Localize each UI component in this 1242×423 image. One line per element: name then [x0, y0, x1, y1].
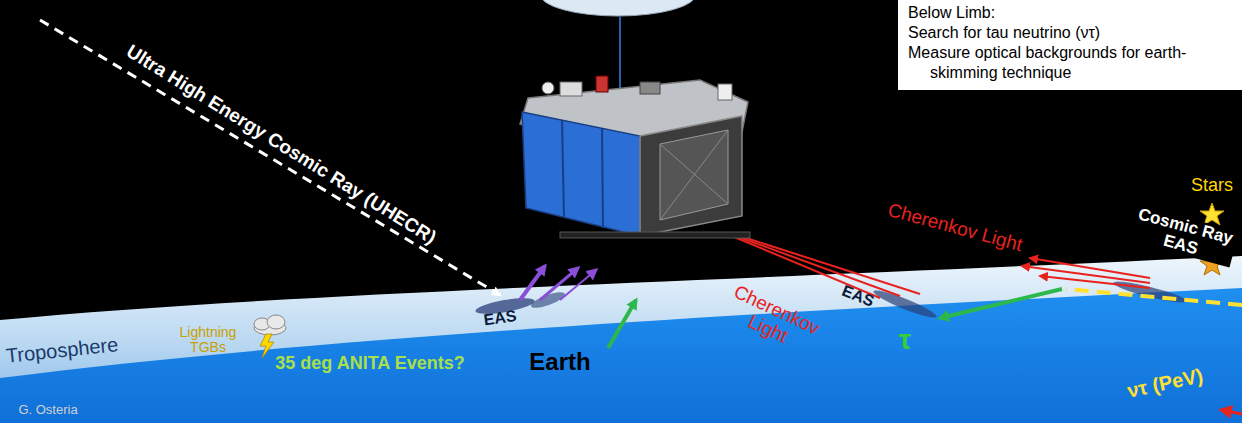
shower-label: EAS: [482, 307, 517, 329]
box-line: Search for tau neutrino (ντ): [908, 23, 1234, 43]
ray-label: Ultra High Energy Cosmic Ray (UHECR): [123, 41, 440, 248]
earth: [0, 288, 1242, 423]
atmosphere: [0, 256, 1242, 423]
credit-label: G. Osteria: [18, 403, 77, 417]
shower-label: EAS: [839, 282, 876, 311]
particle-label: τ: [899, 325, 912, 356]
layer-label: Troposphere: [5, 333, 119, 367]
earth-label: Earth: [529, 349, 590, 375]
light-label: Cherenkov Light: [883, 199, 1028, 257]
particle-label: ντ (PeV): [1125, 364, 1205, 401]
event-label: 35 deg ANITA Events?: [275, 354, 464, 374]
light-label: Cherenkov Light: [718, 280, 826, 360]
shower-label: Cosmic Ray EAS: [1127, 204, 1239, 268]
stars-label: Stars: [1188, 176, 1236, 196]
box-heading: Below Limb:: [908, 3, 1234, 23]
balloon: [540, 0, 696, 16]
info-box: Below Limb:Search for tau neutrino (ντ)M…: [898, 0, 1242, 90]
box-line: Measure optical backgrounds for earth-sk…: [908, 43, 1234, 83]
phenomenon-label: Lightning TGBs: [168, 325, 248, 356]
uhecr-track: [40, 20, 500, 295]
cloud-icon: [254, 315, 286, 358]
payload: [520, 76, 750, 238]
